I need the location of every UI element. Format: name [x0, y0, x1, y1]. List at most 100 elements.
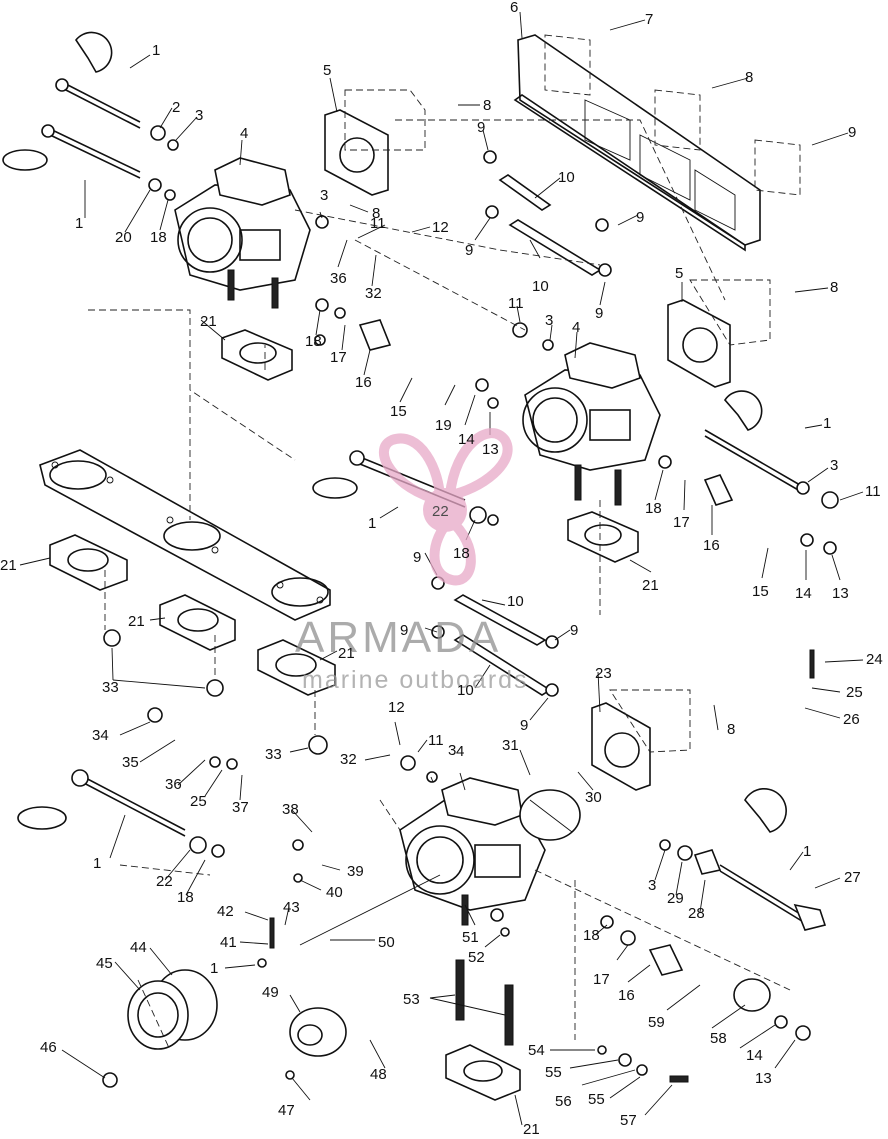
flange-plate-middle: [667, 279, 771, 388]
callout-label: 25: [190, 793, 207, 810]
callout-label: 20: [115, 229, 132, 246]
callout-label: 8: [372, 205, 380, 222]
callout-label: 9: [848, 124, 856, 141]
callout-label: 11: [508, 295, 524, 312]
callout-label: 18: [150, 229, 167, 246]
callout-label: 35: [122, 754, 139, 771]
callout-label: 43: [283, 899, 300, 916]
callout-label: 6: [510, 0, 518, 16]
callout-label: 15: [752, 583, 769, 600]
callout-label: 8: [727, 721, 735, 738]
callout-label: 13: [832, 585, 849, 602]
callout-label: 18: [453, 545, 470, 562]
callout-label: 57: [620, 1112, 637, 1129]
callout-label: 18: [645, 500, 662, 517]
callout-label: 1: [93, 855, 101, 872]
callout-label: 21: [523, 1121, 540, 1138]
manifold-plate: [513, 34, 801, 252]
callout-label: 3: [648, 877, 656, 894]
throttle-shaft: [704, 390, 801, 492]
flange-gasket: [445, 1044, 521, 1101]
callout-label: 36: [165, 776, 182, 793]
callout-label: 8: [483, 97, 491, 114]
callout-label: 38: [282, 801, 299, 818]
throttle-shaft: [17, 769, 186, 837]
callout-label: 41: [220, 934, 237, 951]
callout-label: 8: [745, 69, 753, 86]
callout-label: 2: [172, 99, 180, 116]
flange-plate-lower: [591, 689, 691, 791]
callout-label: 23: [595, 665, 612, 682]
callout-label: 48: [370, 1066, 387, 1083]
carburetor-lower: [399, 777, 546, 926]
callout-label: 3: [448, 742, 456, 759]
callout-label: 13: [482, 441, 499, 458]
callout-label: 56: [555, 1093, 572, 1110]
callout-label: 21: [0, 557, 17, 574]
flange-plate-upper: [324, 89, 426, 196]
callout-label: 4: [572, 319, 580, 336]
callout-label: 24: [866, 651, 883, 668]
callout-label: 14: [458, 431, 475, 448]
callout-label: 1: [368, 515, 376, 532]
callout-label: 11: [370, 215, 386, 232]
callout-label: 5: [323, 62, 331, 79]
callout-label: 49: [262, 984, 279, 1001]
callout-label: 9: [465, 242, 473, 259]
callout-label: 36: [330, 270, 347, 287]
callout-label: 16: [355, 374, 372, 391]
callout-label: 39: [347, 863, 364, 880]
callout-label: 42: [217, 903, 234, 920]
callout-label: 53: [403, 991, 420, 1008]
callout-label: 4: [240, 125, 248, 142]
callout-label: 51: [462, 929, 479, 946]
watermark: 22 ARMADA marine outboards: [295, 428, 527, 694]
hardware-small: [102, 125, 839, 1088]
callout-label: 45: [96, 955, 113, 972]
flange-gasket: [567, 511, 639, 563]
callout-label: 58: [710, 1030, 727, 1047]
callout-label: 10: [507, 593, 524, 610]
callout-label: 5: [675, 265, 683, 282]
callout-label: 1: [823, 415, 831, 432]
callout-label: 47: [278, 1102, 295, 1119]
callout-label: 55: [545, 1064, 562, 1081]
callout-label: 8: [830, 279, 838, 296]
callout-label: 4: [456, 743, 464, 760]
callout-label: 31: [502, 737, 519, 754]
flange-gasket: [257, 639, 336, 696]
callout-label: 1: [210, 960, 218, 977]
callout-label: 33: [102, 679, 119, 696]
callout-label: 3: [195, 107, 203, 124]
callout-label: 30: [585, 789, 602, 806]
callout-label: 1: [152, 42, 160, 59]
callout-label: 16: [703, 537, 720, 554]
carburetor-upper: [174, 157, 311, 309]
carburetor-middle: [522, 342, 661, 506]
dashed-guides: [88, 119, 791, 1051]
callout-label: 32: [365, 285, 382, 302]
callout-label: 10: [532, 278, 549, 295]
callout-label: 22: [156, 873, 173, 890]
callout-label: 21: [128, 613, 145, 630]
callout-label: 25: [846, 684, 863, 701]
callout-label: 34: [92, 727, 109, 744]
callout-label: 17: [330, 349, 347, 366]
watermark-propeller-icon: [378, 428, 513, 586]
callout-label: 50: [378, 934, 395, 951]
callout-label: 9: [520, 717, 528, 734]
callout-label: 28: [688, 905, 705, 922]
callout-label: 46: [40, 1039, 57, 1056]
callout-label: 44: [130, 939, 147, 956]
callout-label: 12: [388, 699, 405, 716]
leader-lines: [19, 11, 864, 1126]
throttle-shaft: [55, 31, 141, 129]
callout-label: 21: [200, 313, 217, 330]
callout-label: 14: [746, 1047, 763, 1064]
callout-label: 37: [232, 799, 249, 816]
callout-label: 10: [558, 169, 575, 186]
callout-label: 32: [340, 751, 357, 768]
callout-label: 12: [432, 219, 449, 236]
